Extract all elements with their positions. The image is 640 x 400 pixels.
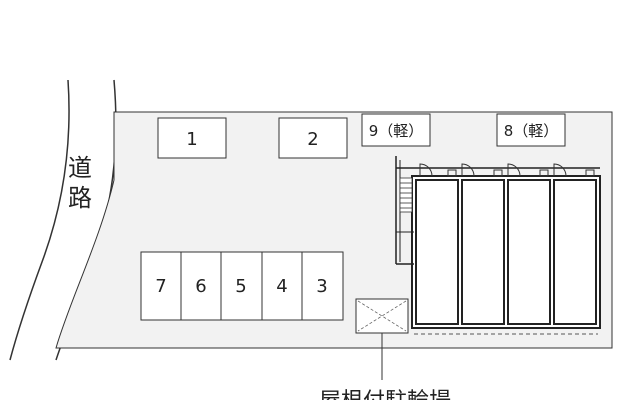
doors <box>419 163 595 177</box>
parking-space-3-label: 3 <box>316 276 327 297</box>
meter-1 <box>447 169 457 177</box>
door-4 <box>553 163 567 177</box>
building <box>395 156 601 335</box>
parking-space-8-box <box>496 113 566 147</box>
parking-row-bottom: 7 6 5 4 3 <box>140 251 344 321</box>
parking-space-1: 1 <box>157 117 227 159</box>
meter-4 <box>585 169 595 177</box>
parking-space-7-label: 7 <box>155 276 166 297</box>
unit-4 <box>553 179 597 325</box>
bike-parking-box <box>355 298 409 334</box>
bike-parking-cross-1 <box>357 300 407 332</box>
parking-space-2: 2 <box>278 117 348 159</box>
parking-space-1-label: 1 <box>186 129 197 150</box>
parking-row-bottom-outline <box>140 251 344 321</box>
parking-space-8-label: 8（軽） <box>504 122 559 140</box>
door-2 <box>461 163 475 177</box>
stairs-outline <box>399 177 413 213</box>
parking-space-9-label: 9（軽） <box>369 122 424 140</box>
parking-space-5-label: 5 <box>235 276 246 297</box>
parking-space-8: 8（軽） <box>496 113 566 147</box>
road-edge-left <box>9 79 70 361</box>
unit-3 <box>507 179 551 325</box>
parking-space-2-label: 2 <box>307 129 318 150</box>
unit-2 <box>461 179 505 325</box>
stairs <box>399 177 413 213</box>
road-label-char-2: 路 <box>68 184 92 212</box>
door-1 <box>419 163 433 177</box>
road-label-char-1: 道 <box>68 154 92 182</box>
meter-3 <box>539 169 549 177</box>
bike-parking-cross-2 <box>357 300 407 332</box>
parking-space-6-label: 6 <box>195 276 206 297</box>
door-3 <box>507 163 521 177</box>
meter-2 <box>493 169 503 177</box>
parking-space-2-box <box>278 117 348 159</box>
unit-1 <box>415 179 459 325</box>
parking-space-4-label: 4 <box>276 276 287 297</box>
bike-parking <box>355 298 409 380</box>
parking-space-9-box <box>361 113 431 147</box>
parking-space-9: 9（軽） <box>361 113 431 147</box>
bike-parking-label: 屋根付駐輪場 <box>319 389 451 400</box>
parking-space-1-box <box>157 117 227 159</box>
